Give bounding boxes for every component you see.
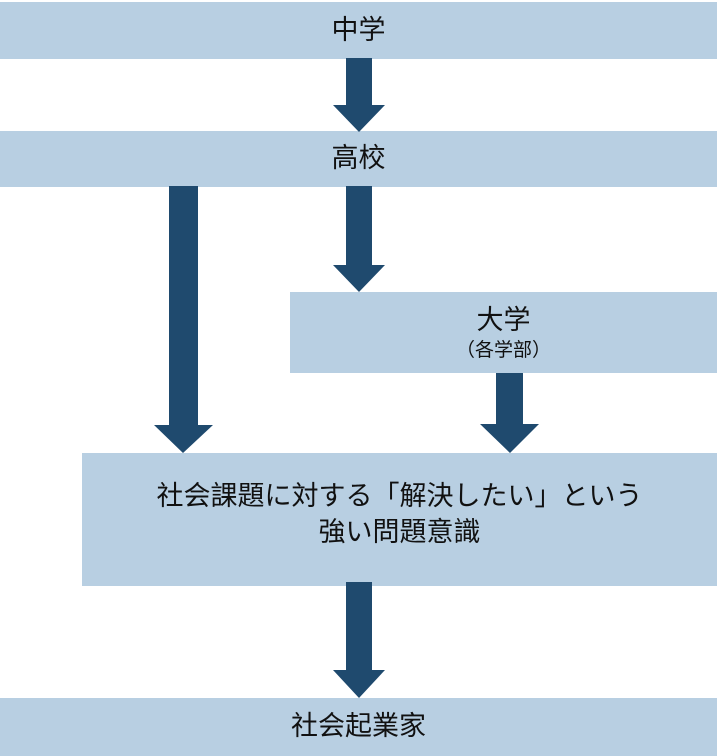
node-social-entrepreneur: 社会起業家 [0,698,717,756]
node-university: 大学 （各学部） [290,292,717,373]
node-university-sublabel: （各学部） [455,338,551,361]
node-high-school-label: 高校 [331,143,386,174]
node-junior-high: 中学 [0,2,717,59]
arrow-high-school-to-awareness [154,186,213,453]
node-social-entrepreneur-label: 社会起業家 [291,711,426,742]
node-university-label: 大学 [476,304,531,336]
arrow-junior-high-to-high-school [333,58,385,132]
node-high-school: 高校 [0,131,717,187]
node-problem-awareness-line1: 社会課題に対する「解決したい」という [156,480,643,512]
node-problem-awareness: 社会課題に対する「解決したい」という 強い問題意識 [82,453,717,586]
arrow-awareness-to-social-entrepreneur [333,582,385,698]
node-problem-awareness-line2: 強い問題意識 [318,516,481,548]
arrow-high-school-to-university [333,186,385,292]
node-junior-high-label: 中学 [331,14,386,46]
arrow-university-to-awareness [480,373,539,453]
